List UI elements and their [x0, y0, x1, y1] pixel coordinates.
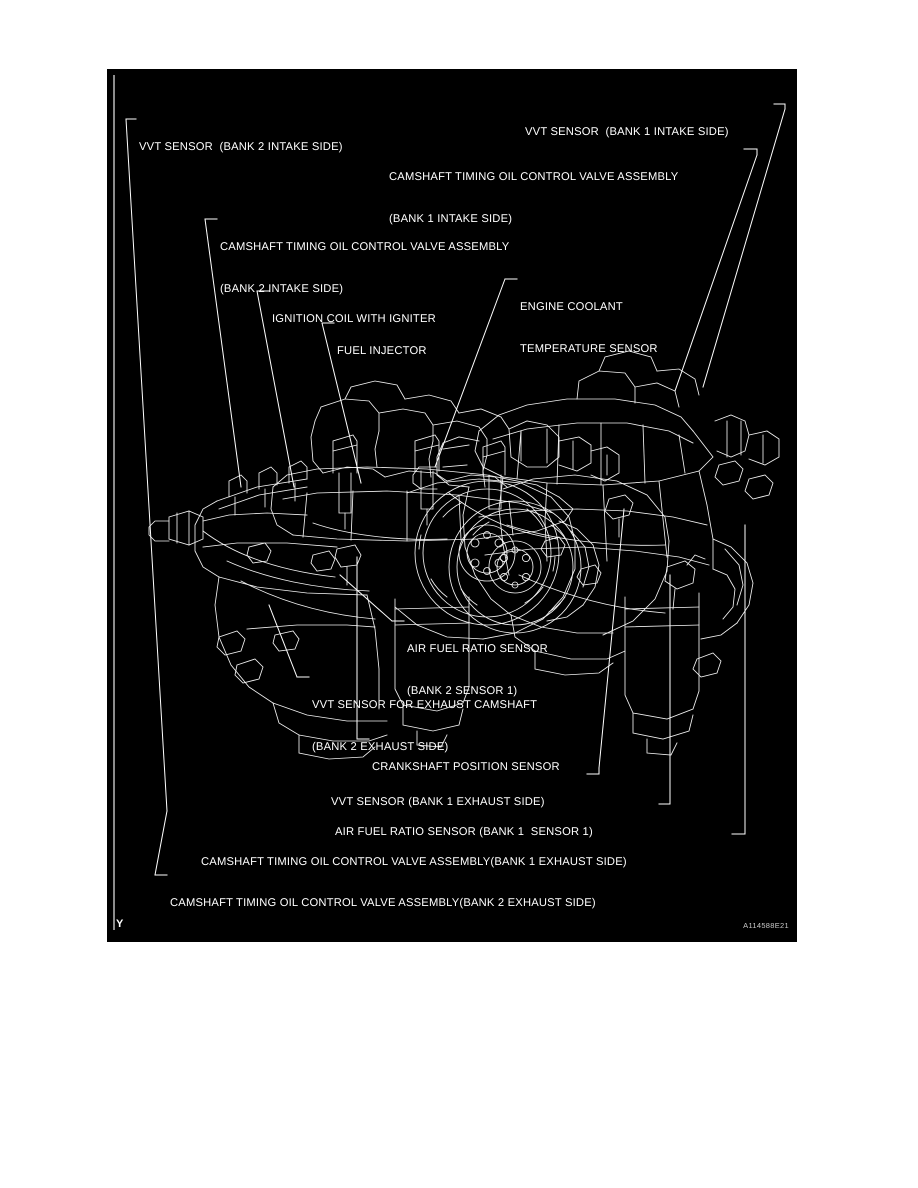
callout-line: TEMPERATURE SENSOR	[520, 343, 658, 355]
engine-view-right	[412, 350, 780, 756]
callout-fuel-injector: FUEL INJECTOR	[337, 316, 427, 386]
callout-line: CRANKSHAFT POSITION SENSOR	[372, 761, 560, 773]
engine-view-left	[148, 380, 620, 760]
callout-octrl-bank2-exhaust: CAMSHAFT TIMING OIL CONTROL VALVE ASSEMB…	[170, 868, 596, 938]
leader-lines	[125, 103, 786, 876]
callout-line: FUEL INJECTOR	[337, 345, 427, 357]
figure-code: A114588E21	[743, 921, 789, 930]
callout-line: (BANK 1 INTAKE SIDE)	[389, 213, 513, 225]
callout-line: CAMSHAFT TIMING OIL CONTROL VALVE ASSEMB…	[389, 171, 679, 183]
callout-afr-bank2-sensor1: AIR FUEL RATIO SENSOR (BANK 2 SENSOR 1)	[407, 614, 548, 726]
callout-line: VVT SENSOR (BANK 2 INTAKE SIDE)	[139, 141, 343, 153]
callout-ignition-coil: IGNITION COIL WITH IGNITER	[272, 284, 436, 354]
callout-line: ENGINE COOLANT	[520, 301, 623, 313]
callout-line: AIR FUEL RATIO SENSOR (BANK 1 SENSOR 1)	[335, 826, 593, 838]
callout-vvt-sensor-bank2-intake: VVT SENSOR (BANK 2 INTAKE SIDE)	[139, 112, 343, 182]
callout-line: VVT SENSOR FOR EXHAUST CAMSHAFT	[312, 699, 538, 711]
callout-octrl-bank1-exhaust: CAMSHAFT TIMING OIL CONTROL VALVE ASSEMB…	[201, 827, 627, 897]
callout-octrl-bank1-intake: CAMSHAFT TIMING OIL CONTROL VALVE ASSEMB…	[389, 142, 678, 254]
callout-vvt-sensor-bank1-exhaust: VVT SENSOR (BANK 1 EXHAUST SIDE)	[331, 767, 545, 837]
engine-sensor-location-figure: VVT SENSOR (BANK 2 INTAKE SIDE) VVT SENS…	[106, 68, 798, 943]
callout-line: (BANK 2 EXHAUST SIDE)	[312, 741, 449, 753]
engine-line-art	[125, 103, 786, 876]
callout-octrl-bank2-intake: CAMSHAFT TIMING OIL CONTROL VALVE ASSEMB…	[220, 212, 509, 324]
callout-line: CAMSHAFT TIMING OIL CONTROL VALVE ASSEMB…	[201, 856, 627, 868]
callout-vvt-exhaust-bank2: VVT SENSOR FOR EXHAUST CAMSHAFT (BANK 2 …	[312, 670, 537, 782]
panel-left-rule	[113, 75, 115, 930]
callout-line: (BANK 2 INTAKE SIDE)	[220, 283, 344, 295]
callout-line: CAMSHAFT TIMING OIL CONTROL VALVE ASSEMB…	[220, 241, 510, 253]
callout-vvt-sensor-bank1-intake: VVT SENSOR (BANK 1 INTAKE SIDE)	[525, 97, 729, 167]
callout-crankshaft-position: CRANKSHAFT POSITION SENSOR	[372, 732, 560, 802]
callout-line: IGNITION COIL WITH IGNITER	[272, 313, 436, 325]
figure-corner-mark: Y	[116, 918, 124, 930]
callout-line: CAMSHAFT TIMING OIL CONTROL VALVE ASSEMB…	[170, 897, 596, 909]
callout-line: (BANK 2 SENSOR 1)	[407, 685, 518, 697]
callout-line: AIR FUEL RATIO SENSOR	[407, 643, 548, 655]
callout-afr-bank1-sensor1: AIR FUEL RATIO SENSOR (BANK 1 SENSOR 1)	[335, 797, 593, 867]
callout-line: VVT SENSOR (BANK 1 INTAKE SIDE)	[525, 126, 729, 138]
callout-engine-coolant-temp: ENGINE COOLANT TEMPERATURE SENSOR	[520, 272, 658, 384]
callout-line: VVT SENSOR (BANK 1 EXHAUST SIDE)	[331, 796, 545, 808]
